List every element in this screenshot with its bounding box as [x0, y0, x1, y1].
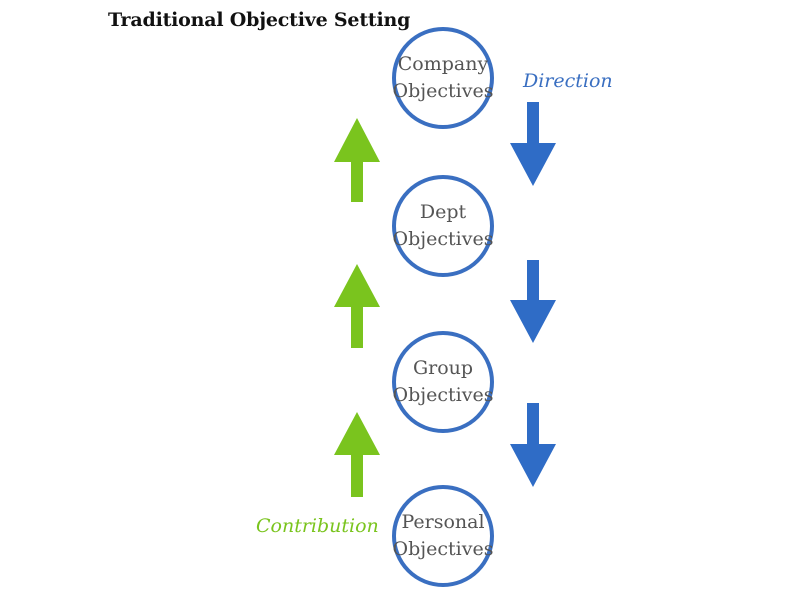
contribution-arrow-2 — [334, 264, 380, 348]
node-dept-objectives: Dept Objectives — [392, 175, 494, 277]
node-label-line2: Objectives — [392, 384, 494, 406]
node-label-line1: Personal — [401, 511, 485, 533]
node-personal-objectives: Personal Objectives — [392, 485, 494, 587]
direction-arrow-1 — [510, 102, 556, 186]
node-company-objectives: Company Objectives — [392, 27, 494, 129]
diagram-title: Traditional Objective Setting — [108, 9, 411, 31]
contribution-label: Contribution — [256, 515, 379, 537]
node-label-line1: Dept — [419, 201, 467, 223]
node-label-line1: Group — [412, 357, 474, 379]
direction-arrow-3 — [510, 403, 556, 487]
node-label-line2: Objectives — [392, 80, 494, 102]
contribution-arrow-1 — [334, 118, 380, 202]
node-label-line2: Objectives — [392, 538, 494, 560]
node-label-line1: Company — [397, 53, 489, 75]
contribution-arrow-3 — [334, 412, 380, 497]
direction-arrow-2 — [510, 260, 556, 343]
node-group-objectives: Group Objectives — [392, 331, 494, 433]
node-label-line2: Objectives — [392, 228, 494, 250]
direction-label: Direction — [523, 70, 613, 92]
